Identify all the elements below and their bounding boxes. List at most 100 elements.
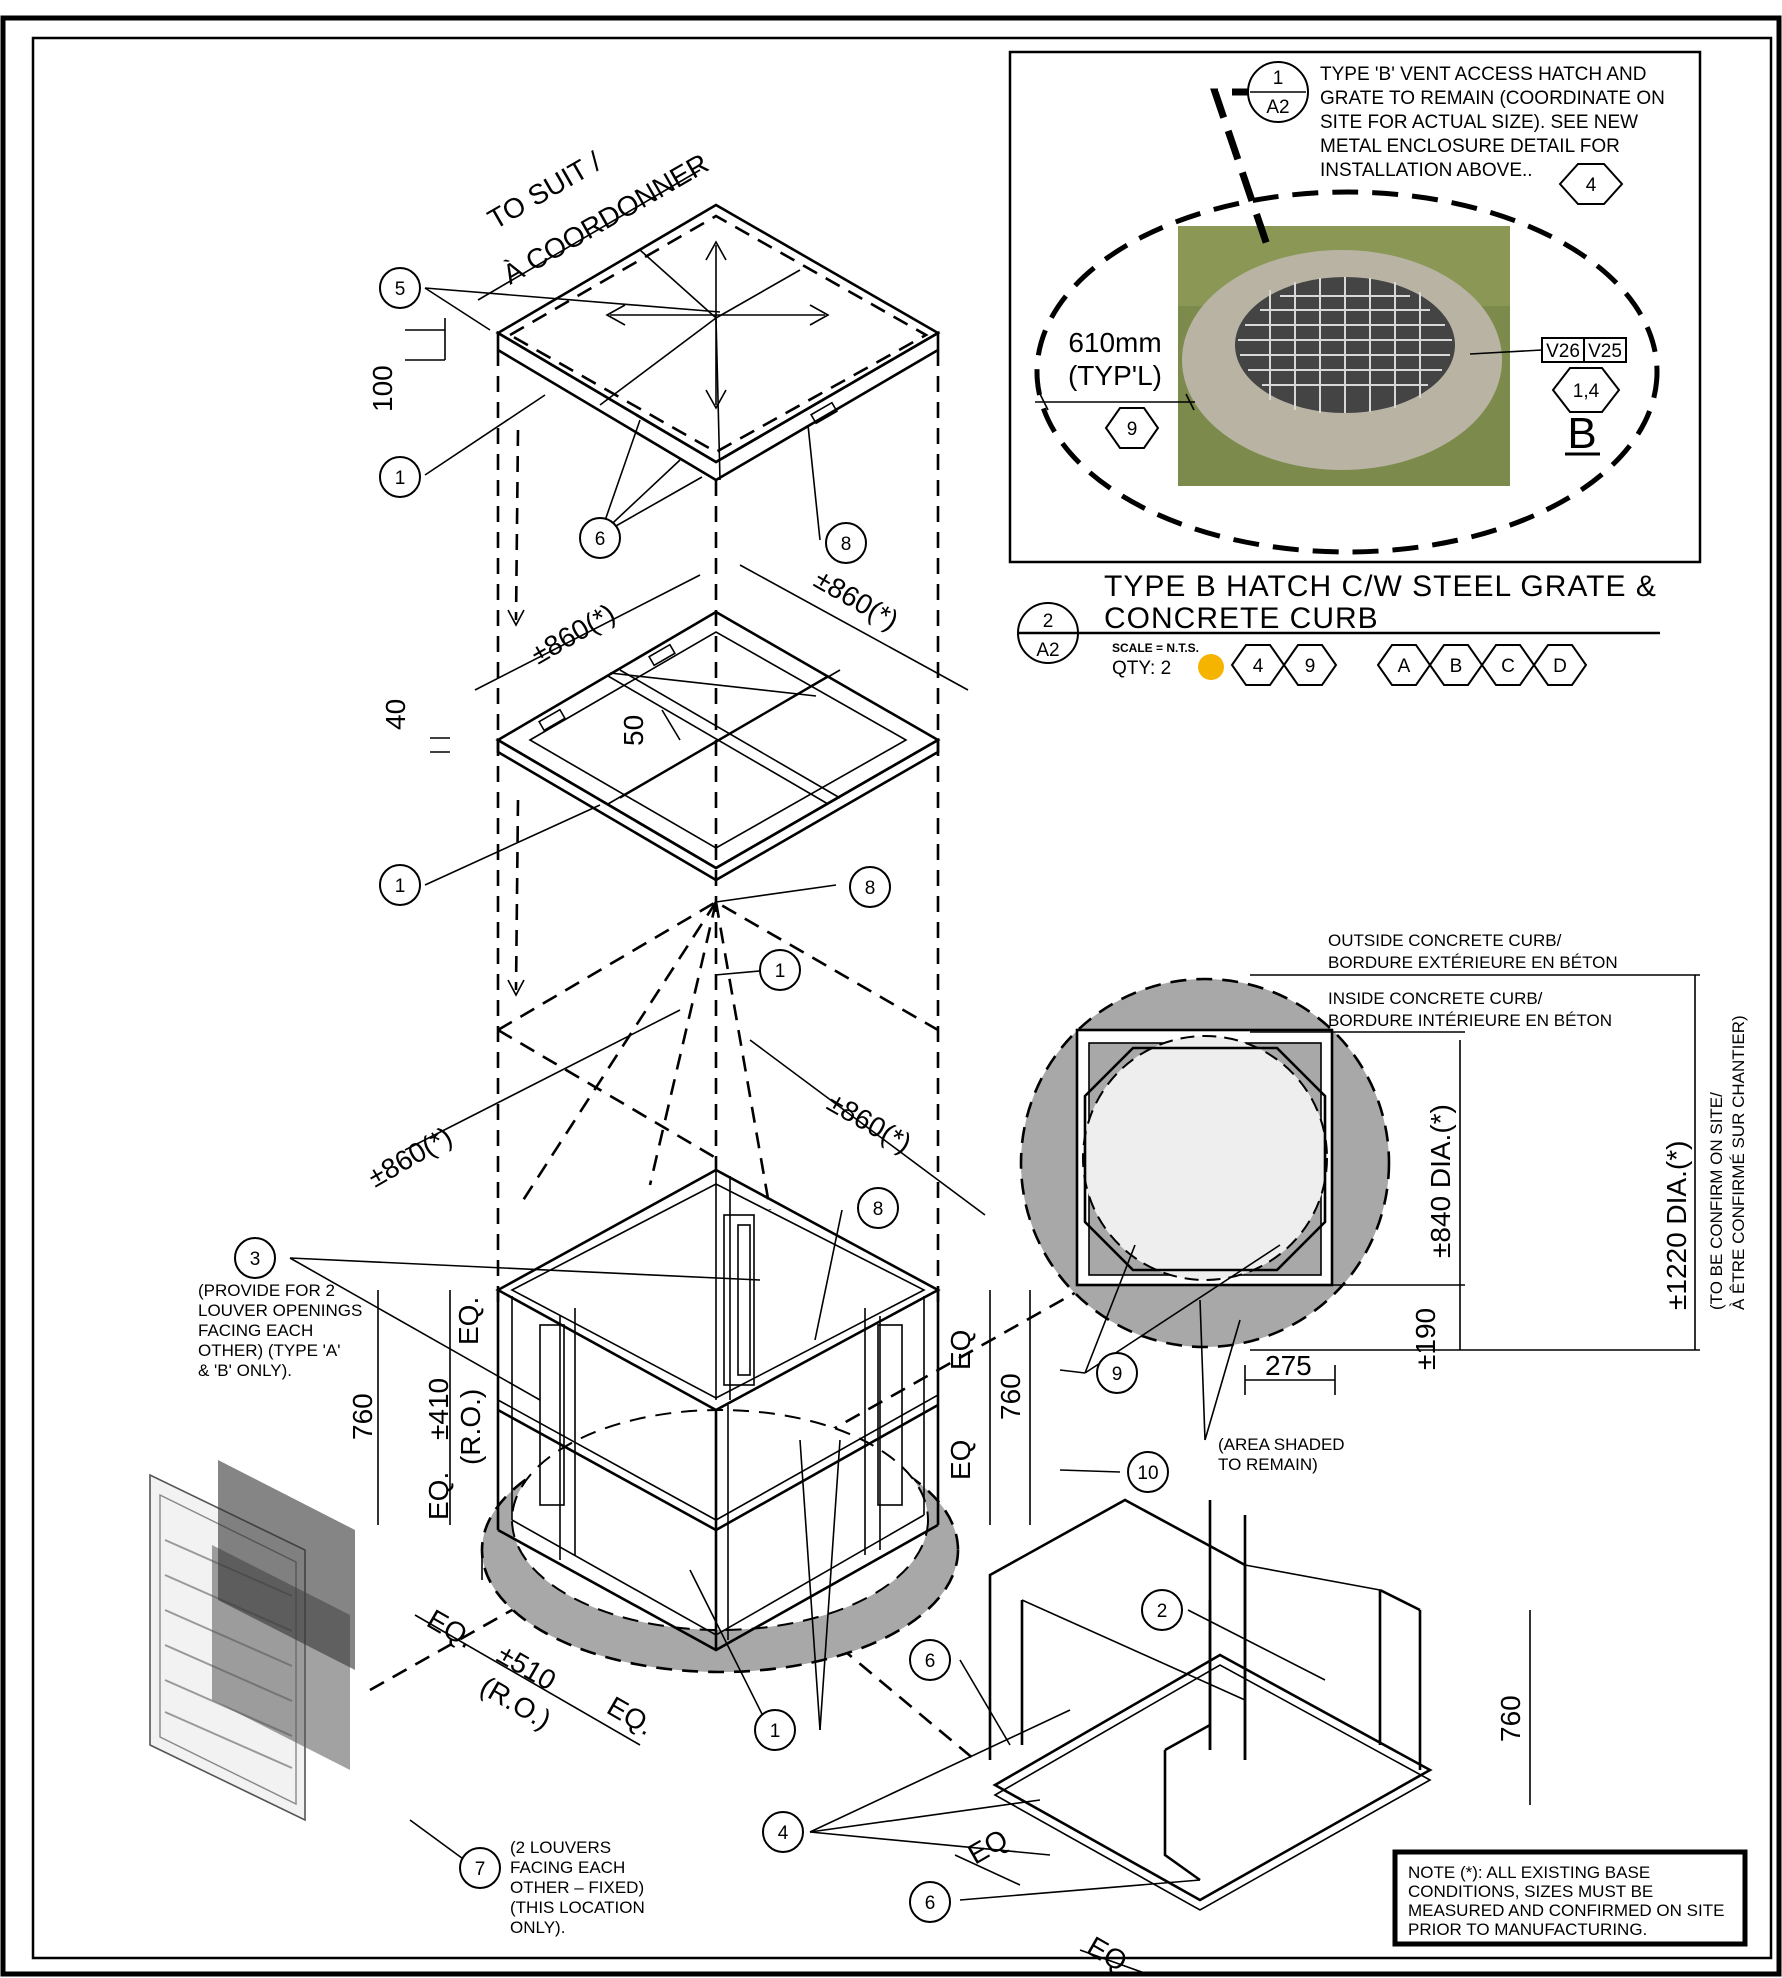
inset-note-line-2: GRATE TO REMAIN (COORDINATE ON	[1320, 88, 1665, 109]
dim-eq-right-upper: EQ	[945, 1330, 976, 1370]
note-7-line-5: ONLY).	[510, 1918, 565, 1937]
dim-760-right: 760	[995, 1373, 1026, 1420]
dim-ro-left: (R.O.)	[455, 1389, 486, 1465]
callout-10: 10	[1137, 1463, 1158, 1484]
callout-1-a: 1	[395, 468, 406, 489]
callout-6-a: 6	[595, 529, 606, 550]
dim-eq-door-1: EQ	[963, 1823, 1014, 1870]
inside-curb-label-2: BORDURE INTÉRIEURE EN BÉTON	[1328, 1011, 1612, 1030]
note-line-2: CONDITIONS, SIZES MUST BE	[1408, 1882, 1653, 1901]
dim-760-left: 760	[347, 1393, 378, 1440]
inset-note-line-4: METAL ENCLOSURE DETAIL FOR	[1320, 136, 1620, 157]
callout-8-a: 8	[841, 534, 852, 555]
dim-860-mid-right: ±860(*)	[822, 1086, 917, 1159]
callout-1-b: 1	[395, 876, 406, 897]
inset-note-line-5: INSTALLATION ABOVE..	[1320, 160, 1533, 181]
dim-100: 100	[367, 365, 398, 412]
detail-sheet: A2	[1036, 640, 1059, 661]
dim-eq-left-lower: EQ.	[423, 1472, 454, 1520]
outside-curb-label-2: BORDURE EXTÉRIEURE EN BÉTON	[1328, 953, 1618, 972]
note-7-line-4: (THIS LOCATION	[510, 1898, 645, 1917]
note-3-line-4: OTHER) (TYPE 'A'	[198, 1341, 341, 1360]
tag-b-2: B	[1450, 656, 1463, 677]
outside-curb-label-1: OUTSIDE CONCRETE CURB/	[1328, 931, 1562, 950]
confirm-line-2: À ÊTRE CONFIRMÉ SUR CHANTIER)	[1729, 1015, 1748, 1310]
callout-6-b: 6	[925, 1651, 936, 1672]
dim-840-dia: ±840 DIA.(*)	[1425, 1104, 1456, 1258]
dim-1220-dia: ±1220 DIA.(*)	[1661, 1141, 1692, 1310]
callout-7: 7	[475, 1859, 486, 1880]
door-frame	[988, 1498, 1433, 1911]
tag-b-3: C	[1501, 656, 1515, 677]
callout-8-c: 8	[873, 1199, 884, 1220]
plan-view	[1019, 977, 1391, 1349]
qty-label: QTY: 2	[1112, 658, 1171, 679]
inset-dashed-ellipse	[1034, 189, 1660, 555]
inset-note-line-3: SITE FOR ACTUAL SIZE). SEE NEW	[1320, 112, 1638, 133]
inset-note-hex-tag	[1558, 163, 1624, 205]
dim-eq-right-lower: EQ	[945, 1440, 976, 1480]
inset-box-tag-1	[1541, 337, 1585, 363]
tags-group-a: 4 9	[1230, 644, 1338, 686]
note-area-line-1: (AREA SHADED	[1218, 1435, 1345, 1454]
tag-a-2: 9	[1305, 656, 1316, 677]
sheet-inner-border	[31, 36, 1773, 1960]
callout-4: 4	[778, 1823, 789, 1844]
dim-410: ±410	[423, 1378, 454, 1440]
dim-860-top-left: ±860(*)	[526, 598, 621, 671]
inset-frame	[1008, 50, 1702, 564]
callout-5: 5	[395, 279, 406, 300]
dim-190: ±190	[1410, 1308, 1441, 1370]
detail-number: 2	[1043, 611, 1054, 632]
dim-860-top-right: ±860(*)	[809, 563, 904, 636]
inset-detail: 1 A2 TYPE 'B' VENT ACCESS HATCH AND GRAT…	[1008, 50, 1702, 564]
inset-box-tag-2-label: V25	[1588, 341, 1622, 362]
note-line-1: NOTE (*): ALL EXISTING BASE	[1408, 1863, 1650, 1882]
scale-label: SCALE = N.T.S.	[1112, 641, 1199, 655]
tag-b-1: A	[1398, 656, 1411, 677]
note-7-line-2: FACING EACH	[510, 1858, 625, 1877]
note-7-line-1: (2 LOUVERS	[510, 1838, 611, 1857]
title-block: 2 A2 TYPE B HATCH C/W STEEL GRATE & CONC…	[1017, 570, 1660, 686]
inset-dim-tag: 9	[1127, 419, 1138, 440]
dim-50: 50	[618, 715, 649, 746]
dim-40: 40	[380, 699, 411, 730]
grate-photo	[1178, 226, 1510, 486]
callout-9: 9	[1112, 1364, 1123, 1385]
note-line-3: MEASURED AND CONFIRMED ON SITE	[1408, 1901, 1724, 1920]
dim-eq-bottom-2: EQ.	[602, 1690, 659, 1741]
exploded-assembly: TO SUIT / À COORDONNER 100 40 50 ±860(*)…	[149, 146, 1700, 1977]
confirm-line-1: (TO BE CONFIRM ON SITE/	[1707, 1092, 1726, 1310]
title-line-1: TYPE B HATCH C/W STEEL GRATE &	[1104, 570, 1657, 603]
note-3-line-2: LOUVER OPENINGS	[198, 1301, 362, 1320]
dim-eq-left-upper: EQ.	[453, 1297, 484, 1345]
leader-lines	[289, 287, 1326, 1901]
callout-1-d: 1	[770, 1721, 781, 1742]
qty-dot	[1198, 654, 1224, 680]
inset-note-tag: 4	[1586, 175, 1597, 196]
note-box: NOTE (*): ALL EXISTING BASE CONDITIONS, …	[1392, 1849, 1748, 1947]
inset-type-letter: B	[1567, 409, 1596, 458]
callout-circles: 5 1 6 8 1 8 1 8 3 1 9 10 2 6	[234, 267, 1183, 1923]
inset-callout-sheet: A2	[1266, 97, 1289, 118]
enclosure-cage	[495, 1168, 941, 1652]
callout-2: 2	[1157, 1601, 1168, 1622]
louver-unit	[149, 1460, 355, 1822]
inset-dim-hex-tag	[1104, 407, 1160, 449]
inset-box-tag-1-label: V26	[1546, 341, 1580, 362]
plan-labels: OUTSIDE CONCRETE CURB/ BORDURE EXTÉRIEUR…	[1265, 931, 1748, 1381]
tag-a-1: 4	[1253, 656, 1264, 677]
callout-1-c: 1	[775, 961, 786, 982]
callout-6-c: 6	[925, 1893, 936, 1914]
inset-callout-number: 1	[1273, 68, 1284, 89]
inset-box-tag-2	[1583, 337, 1627, 363]
note-line-4: PRIOR TO MANUFACTURING.	[1408, 1920, 1647, 1939]
note-area-line-2: TO REMAIN)	[1218, 1455, 1318, 1474]
inset-dim-text-2: (TYP'L)	[1068, 360, 1162, 391]
inset-hex-tag-label: 1,4	[1573, 381, 1600, 402]
sheet-outer-border	[0, 15, 1782, 1977]
note-3-line-1: (PROVIDE FOR 2	[198, 1281, 335, 1300]
inset-leader	[1210, 88, 1272, 250]
inset-note-line-1: TYPE 'B' VENT ACCESS HATCH AND	[1320, 64, 1646, 85]
